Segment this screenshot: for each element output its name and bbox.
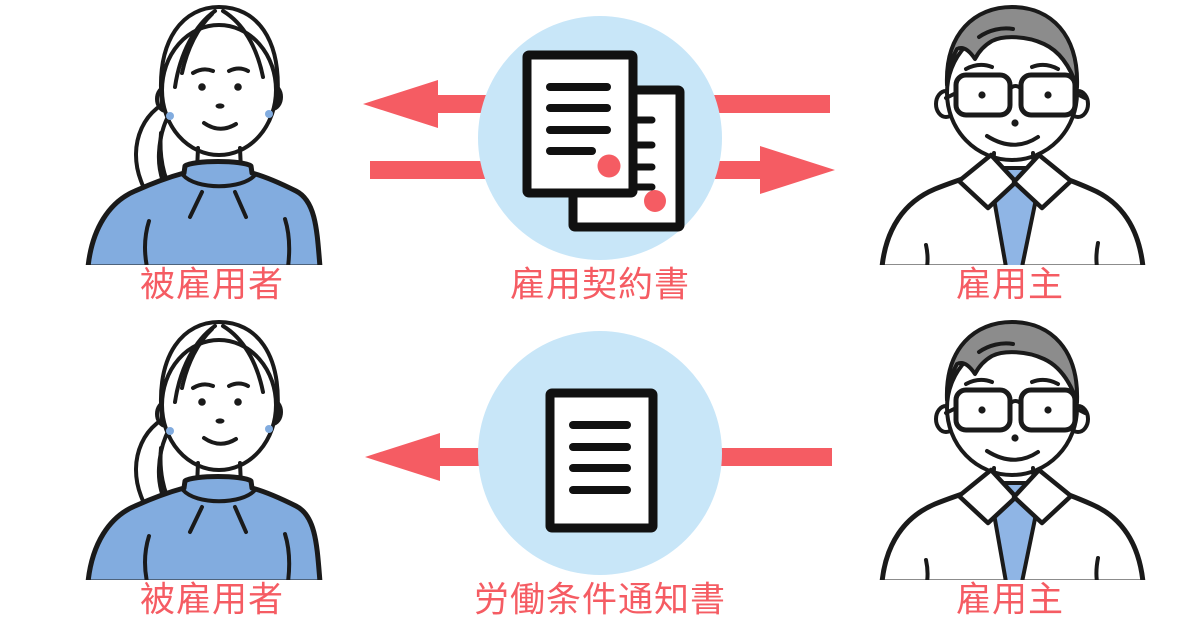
employee-figure-row1 (85, 5, 325, 265)
employer-figure-row2 (855, 320, 1165, 580)
contract-label: 雇用契約書 (509, 265, 691, 306)
labor-conditions-notice-icon (545, 388, 658, 533)
employer-label-row1: 雇用主 (955, 265, 1065, 306)
notice-label: 労働条件通知書 (473, 580, 727, 621)
employer-label-row2: 雇用主 (955, 580, 1065, 621)
employee-figure-row2 (85, 320, 325, 580)
employee-label-row1: 被雇用者 (139, 265, 285, 306)
employee-label-row2: 被雇用者 (139, 580, 285, 621)
employment-contract-documents-icon (522, 50, 685, 232)
employer-figure-row1 (855, 5, 1165, 265)
